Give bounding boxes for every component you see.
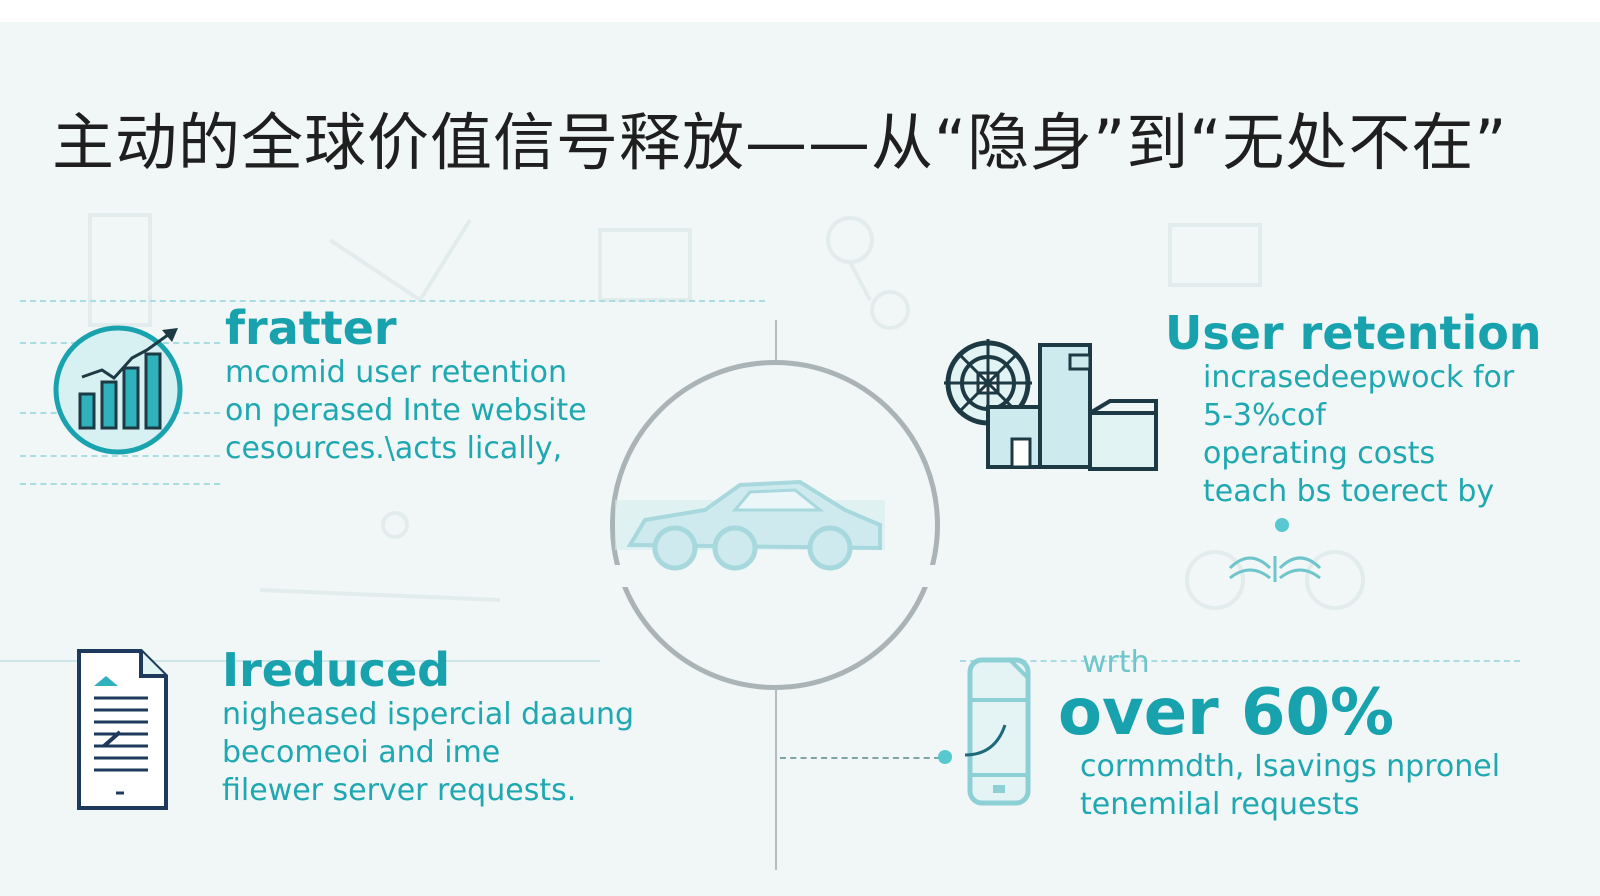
bottom-right-block: wrth over 60% cormmdth, Isavings npronel… xyxy=(1058,648,1500,824)
bottom-left-heading: Ireduced xyxy=(222,643,451,697)
bottom-left-line-1: nigheased ispercial daaung xyxy=(222,696,635,732)
document-icon xyxy=(77,649,168,810)
accent-dot xyxy=(1275,518,1289,532)
bottom-right-line-2: tenemilal requests xyxy=(1080,787,1360,823)
bottom-left-line-2: becomeoi and ime xyxy=(222,734,501,770)
top-left-heading: fratter xyxy=(225,301,397,355)
bottom-left-line-3: filewer server requests. xyxy=(222,772,577,808)
center-vertical-line-bottom xyxy=(775,690,777,870)
bottom-left-block: Ireduced nigheased ispercial daaung beco… xyxy=(222,645,634,810)
growth-chart-icon xyxy=(53,325,183,455)
bottom-right-big-value: over 60% xyxy=(1058,676,1395,750)
connector-dot xyxy=(938,750,952,764)
center-vertical-line-top xyxy=(775,320,777,360)
bottom-right-line-1: cormmdth, Isavings npronel xyxy=(1080,749,1501,785)
divider-line-left xyxy=(0,660,600,662)
top-band xyxy=(0,0,1600,22)
top-left-block: fratter mcomid user retention on perased… xyxy=(225,303,587,468)
top-left-line-2: on perased Inte website xyxy=(225,392,587,428)
top-right-line-1: incrasedeepwock for xyxy=(1203,359,1515,395)
dashed-guide-bottom-right xyxy=(960,660,1520,662)
bottom-right-small-label: wrth xyxy=(1082,645,1150,680)
top-left-line-3: cesources.\acts lically, xyxy=(225,430,563,466)
dashed-guide-top xyxy=(20,300,765,302)
signal-wave-icon xyxy=(1228,556,1322,582)
top-right-line-2: 5-3%cof xyxy=(1203,397,1326,433)
top-right-heading: User retention xyxy=(1165,306,1542,360)
car-icon xyxy=(615,479,885,571)
page-title: 主动的全球价值信号释放——从“隐身”到“无处不在” xyxy=(52,106,1508,179)
dashed-guide-left-4 xyxy=(20,483,220,485)
dashed-connector xyxy=(780,757,940,759)
dashed-guide-left-3 xyxy=(20,455,220,457)
top-right-line-3: operating costs xyxy=(1203,435,1436,471)
top-right-line-4: teach bs toerect by xyxy=(1203,473,1495,509)
top-right-block: User retention incrasedeepwock for 5-3%c… xyxy=(1165,308,1542,511)
factory-gear-icon xyxy=(944,339,1158,471)
top-left-line-1: mcomid user retention xyxy=(225,354,568,390)
smartphone-icon xyxy=(965,657,1031,806)
center-circle xyxy=(610,360,940,690)
